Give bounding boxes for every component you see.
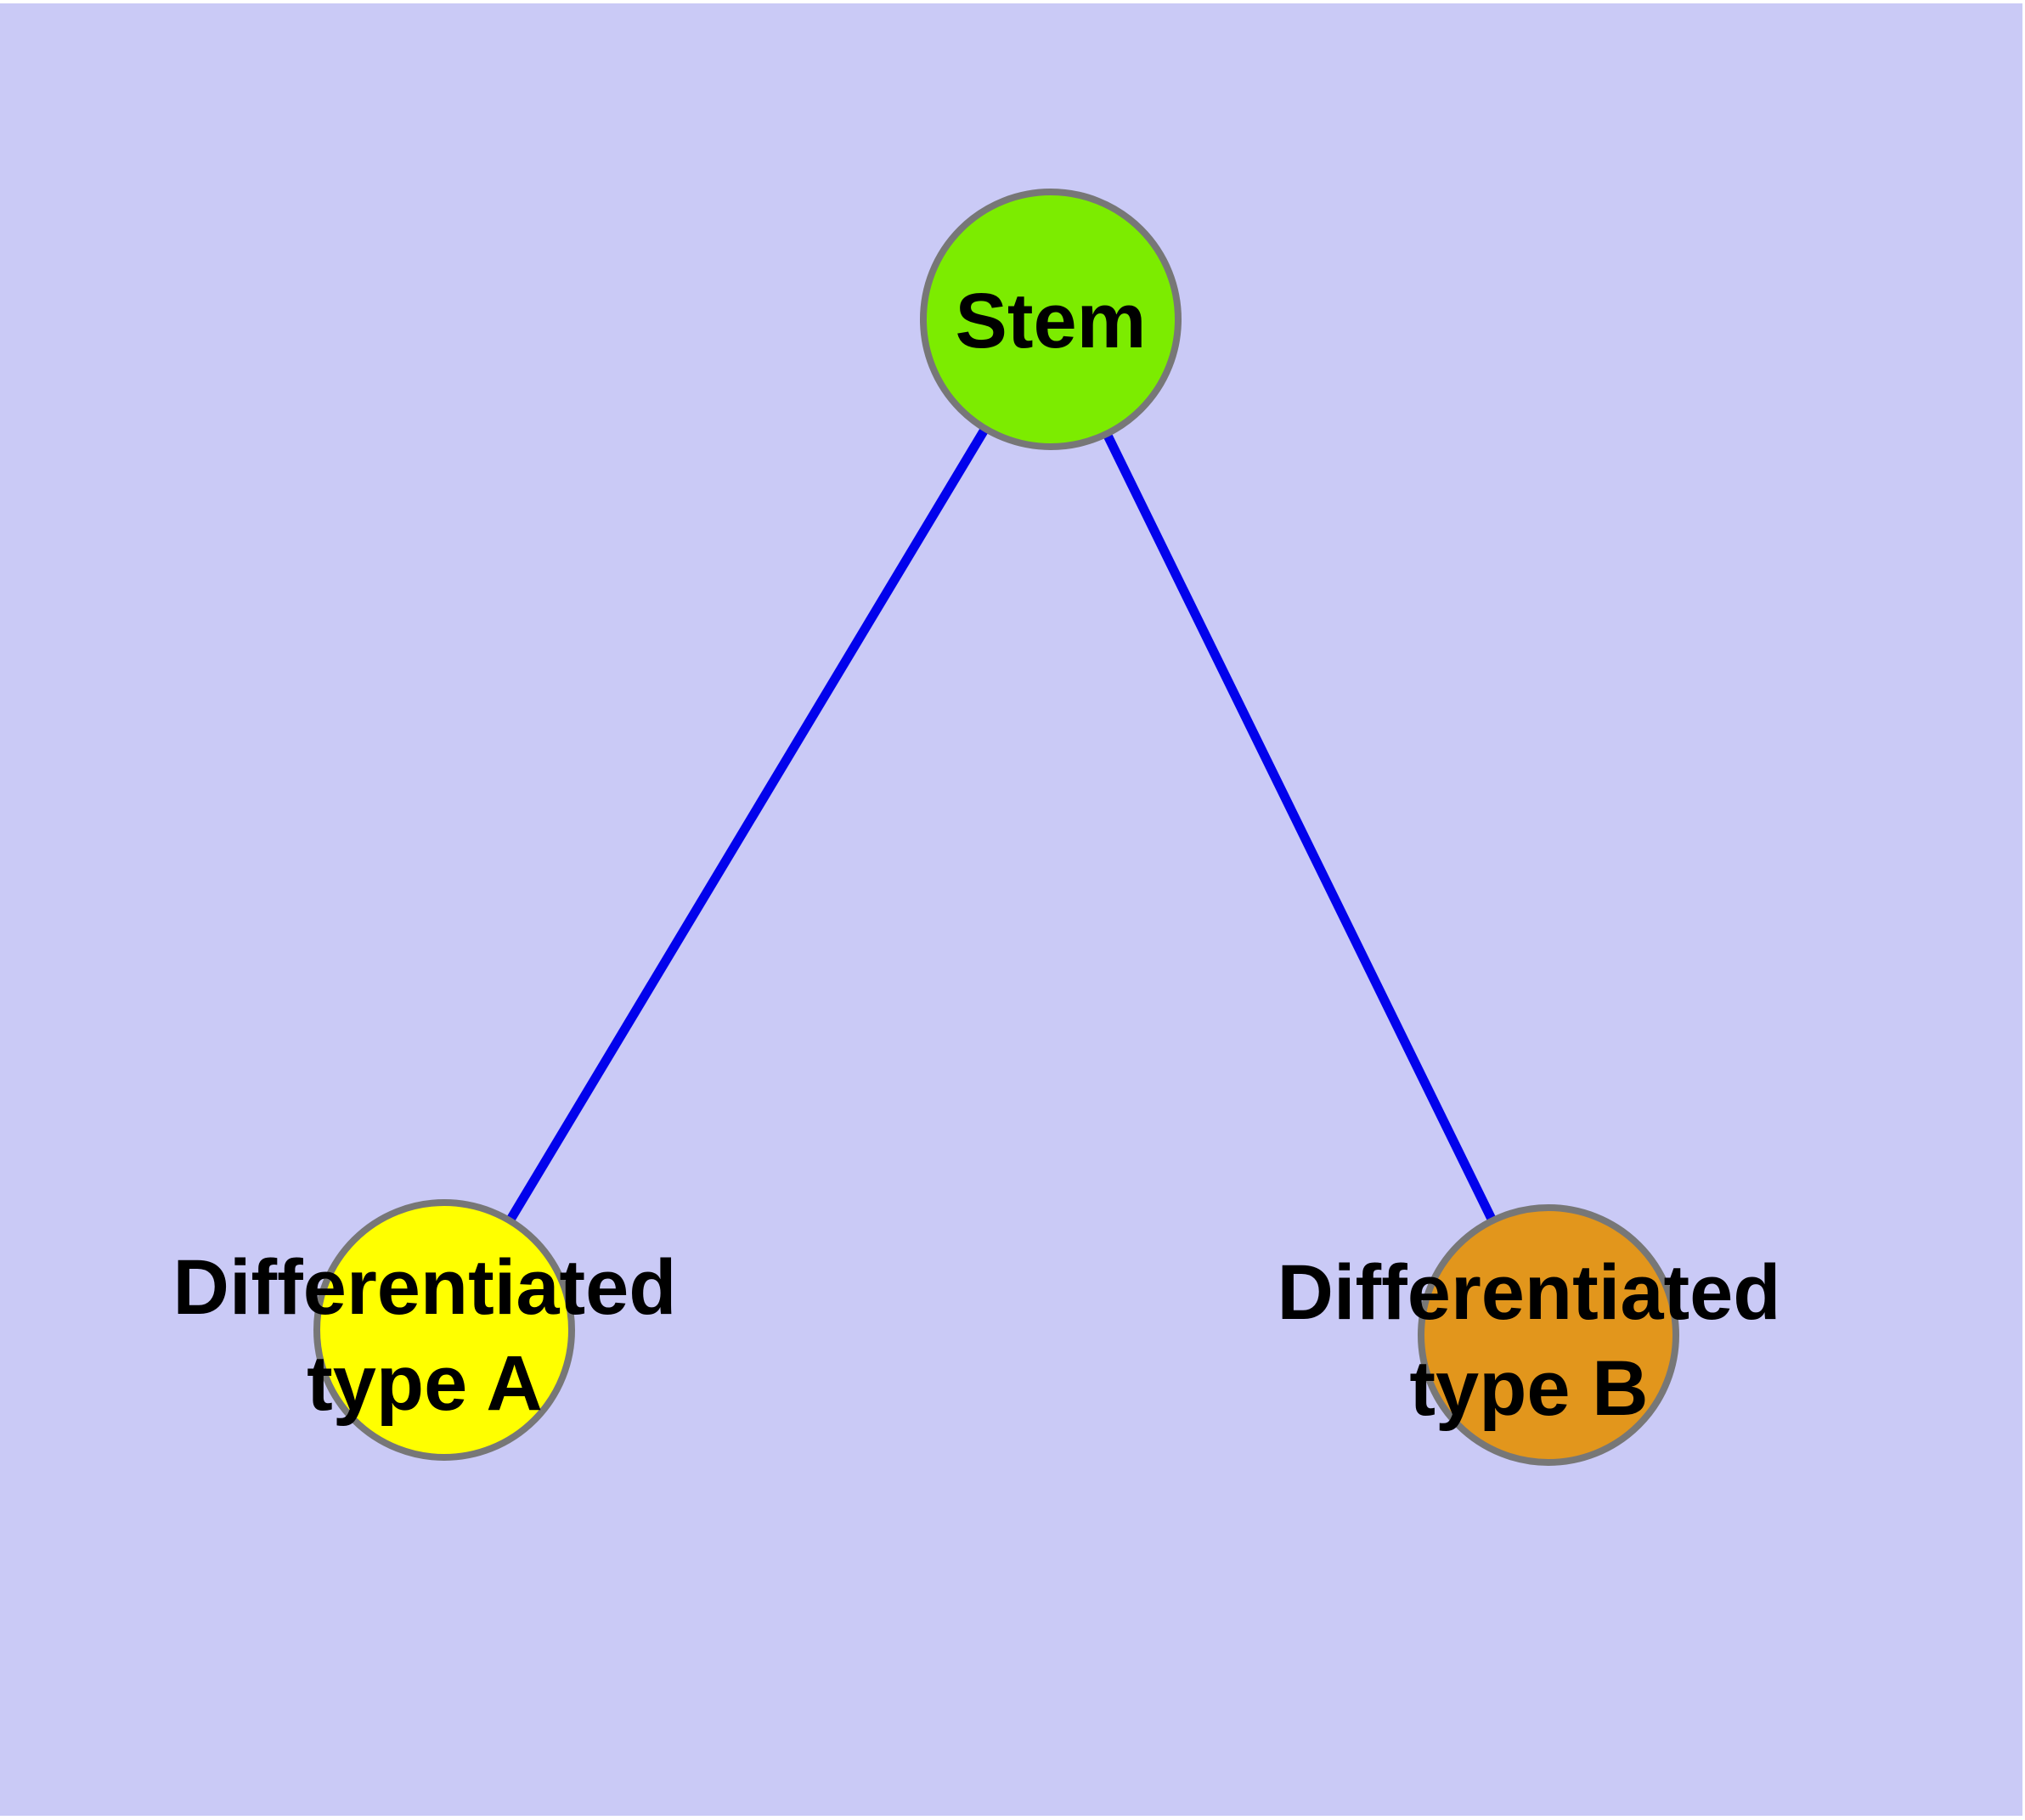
edge-stem-to-a [440,317,1055,1333]
node-differentiated-type-a: Differentiated type A [173,1199,677,1461]
node-differentiated-type-b-label: Differentiated type B [1278,1249,1781,1432]
node-differentiated-type-a-label-line-2: type A [307,1340,543,1427]
node-differentiated-type-a-circle [313,1199,575,1461]
node-differentiated-type-a-label: Differentiated type A [173,1244,677,1427]
node-differentiated-type-b-label-line-1: Differentiated [1278,1249,1781,1336]
node-stem-label-line-1: Stem [956,278,1147,364]
node-differentiated-type-a-label-line-1: Differentiated [173,1244,677,1331]
edge-stem-to-b [1046,317,1553,1338]
node-differentiated-type-b-label-line-2: type B [1409,1345,1648,1432]
node-stem-label: Stem [956,278,1147,364]
node-stem: Stem [920,189,1182,450]
node-stem-circle [920,189,1182,450]
node-differentiated-type-b: Differentiated type B [1278,1204,1781,1466]
node-differentiated-type-b-circle [1418,1204,1679,1466]
